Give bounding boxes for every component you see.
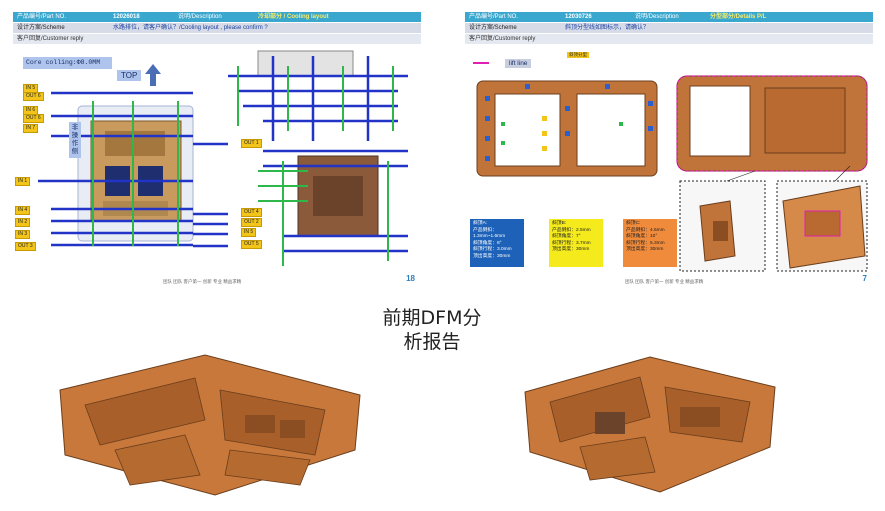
header-row-scheme: 设计方案/Scheme 斜顶分型线如图标示，请确认？ — [465, 23, 873, 33]
outlet-label: OUT 6 — [23, 114, 44, 123]
page-number: 18 — [406, 274, 415, 283]
inlet-label: IN 2 — [15, 218, 31, 227]
inlet-label: IN 5 — [241, 228, 257, 237]
header-row-reply: 客户回复/Customer reply — [465, 34, 873, 44]
lifter-c-info: 斜顶C:产品倒扣：4.6mm 斜顶角度：10°斜顶行程：5.3mm 顶出高度：3… — [623, 219, 677, 267]
lifter-annotation: 斜顶分型 — [567, 52, 589, 58]
inlet-label: IN 1 — [15, 177, 31, 186]
part-render-left — [59, 354, 361, 496]
core-cooling-label: Core colling:Φ8.0MM — [23, 57, 112, 69]
top-label: TOP — [117, 70, 142, 81]
non-operator-side-label: 非操作侧 — [69, 122, 81, 158]
slide-footer: 团队 团队 客户第一 创新 专业 精益求精 — [625, 279, 704, 284]
inlet-label: IN 3 — [15, 230, 31, 239]
outlet-label: OUT 1 — [241, 139, 262, 148]
page-number: 7 — [862, 274, 867, 283]
outlet-label: OUT 3 — [15, 242, 36, 251]
parting-line-slide: 产品编号/Part NO. 12030726 说明/Description 分型… — [465, 12, 873, 295]
part-render-right — [524, 356, 776, 493]
inlet-label: IN 4 — [15, 206, 31, 215]
lifter-b-info: 斜顶B:产品倒扣：2.5mm 斜顶角度：7°斜顶行程：3.7mm 顶出高度：30… — [549, 219, 603, 267]
inlet-label: IN 7 — [23, 124, 39, 133]
parting-line-drawing — [473, 62, 868, 272]
outlet-label: OUT 6 — [23, 92, 44, 101]
outlet-label: OUT 5 — [241, 240, 262, 249]
dfm-report-title: 前期DFM分 析报告 — [382, 307, 482, 353]
lifter-a-info: 斜顶A:产品倒扣：1.3mm~1.6mm 斜顶角度：8°斜顶行程：3.0mm 顶… — [470, 219, 524, 267]
outlet-label: OUT 4 — [241, 208, 262, 217]
slide-footer: 团队 团队 客户第一 创新 专业 精益求精 — [163, 279, 242, 284]
header-row-reply: 客户回复/Customer reply — [13, 34, 421, 44]
cooling-drawing — [38, 50, 408, 266]
lift-line-legend: lift line — [505, 59, 532, 68]
header-row-scheme: 设计方案/Scheme 水路排位，请客户确认？/Cooling layout ,… — [13, 23, 421, 33]
header-row-part: 产品编号/Part NO. 12030726 说明/Description 分型… — [465, 12, 873, 22]
cooling-layout-slide: 产品编号/Part NO. 12026018 说明/Description 冷却… — [13, 12, 421, 295]
header-row-part: 产品编号/Part NO. 12026018 说明/Description 冷却… — [13, 12, 421, 22]
outlet-label: OUT 2 — [241, 218, 262, 227]
